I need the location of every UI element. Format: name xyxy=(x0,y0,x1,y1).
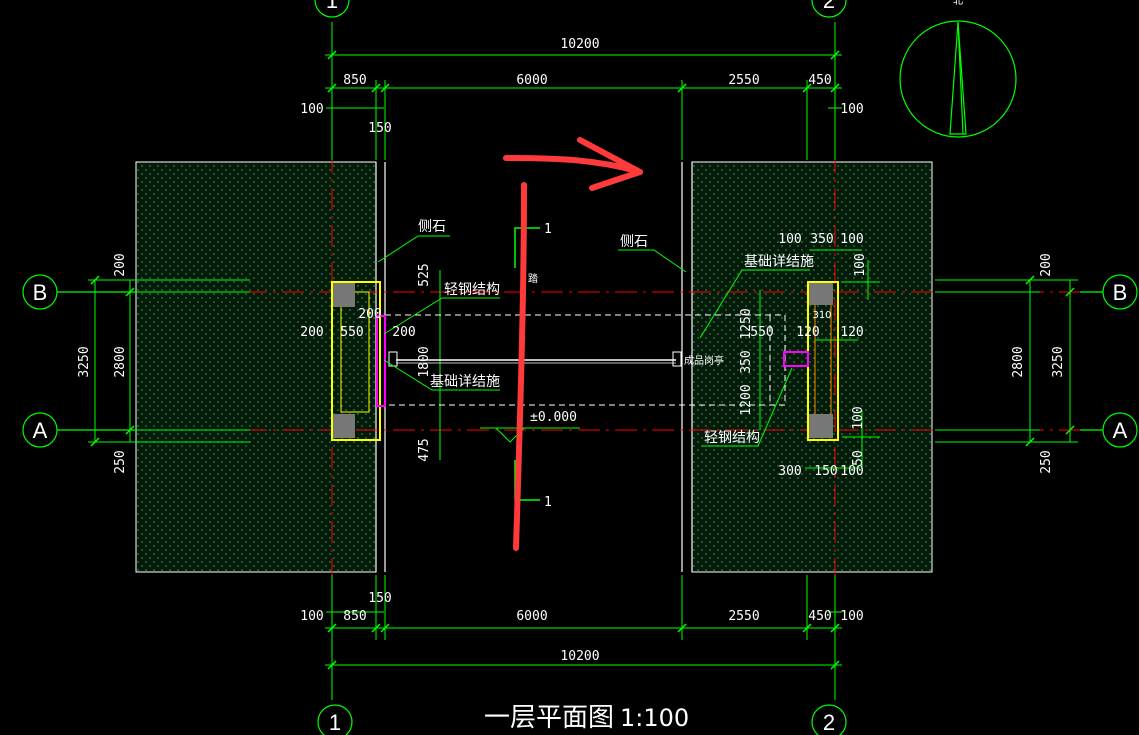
grid-label-1-bottom: 1 xyxy=(329,710,341,735)
column-right xyxy=(783,281,839,441)
dim-200-col-right: 200 xyxy=(392,325,415,340)
dim-2800-right: 2800 xyxy=(1011,346,1026,377)
dim-1800: 1800 xyxy=(417,346,432,377)
section-mark-bottom: 1 xyxy=(544,495,552,510)
dim-100-bottom-left: 100 xyxy=(300,609,323,624)
dim-1200: 1200 xyxy=(739,384,754,415)
dim-525: 525 xyxy=(417,263,432,286)
drawing-scale: 1:100 xyxy=(620,704,689,732)
dim-6000-bottom: 6000 xyxy=(516,609,547,624)
grid-label-2-top: 2 xyxy=(823,0,835,13)
dim-120-r1: 120 xyxy=(796,325,819,340)
grid-label-A-left: A xyxy=(33,418,48,443)
grid-label-2-bottom: 2 xyxy=(823,710,835,735)
dim-150-r: 150 xyxy=(814,464,837,479)
annotation-arrow xyxy=(503,137,643,551)
dim-150-top: 150 xyxy=(368,121,391,136)
dim-450-top: 450 xyxy=(808,73,831,88)
label-curb-left: 侧石 xyxy=(418,219,446,235)
label-light-steel-left: 轻钢结构 xyxy=(444,282,500,298)
drawing-title: 一层平面图 xyxy=(484,703,614,733)
dim-200-col-mid: 200 xyxy=(358,307,381,322)
label-elevation: ±0.000 xyxy=(530,410,577,425)
dim-100-r2: 100 xyxy=(840,232,863,247)
dim-100-r1: 100 xyxy=(778,232,801,247)
dim-550-r: 550 xyxy=(750,325,773,340)
grid-label-B-right: B xyxy=(1113,280,1128,305)
dim-1250: 1250 xyxy=(739,308,754,339)
dim-200-col-left: 200 xyxy=(300,325,323,340)
barrier-post-right xyxy=(672,351,682,367)
column-left xyxy=(331,281,386,441)
dim-2800-left: 2800 xyxy=(113,346,128,377)
dim-250-left: 250 xyxy=(113,450,128,473)
dim-310: 310 xyxy=(812,310,831,321)
grid-bubbles xyxy=(22,0,1138,735)
dim-3250-right: 3250 xyxy=(1051,346,1066,377)
label-small-note: 踏 xyxy=(528,272,538,285)
leader-lines xyxy=(377,235,810,447)
north-label: 北 xyxy=(953,0,963,7)
north-arrow-icon xyxy=(899,20,1017,138)
axis-lines-red xyxy=(60,40,1100,700)
dim-300-r: 300 xyxy=(778,464,801,479)
dim-850-bottom: 850 xyxy=(343,609,366,624)
dim-100-top-left: 100 xyxy=(300,102,323,117)
dim-550-col-left: 550 xyxy=(340,325,363,340)
dim-6000-top: 6000 xyxy=(516,73,547,88)
label-foundation-right: 基础详结施 xyxy=(744,253,814,270)
dim-100-bottom-right: 100 xyxy=(840,609,863,624)
dim-overall-bottom: 10200 xyxy=(560,649,599,664)
dim-150-bottom: 150 xyxy=(368,591,391,606)
dim-350-r: 350 xyxy=(810,232,833,247)
dim-100-r-vert: 100 xyxy=(853,253,868,276)
dim-200-left: 200 xyxy=(113,253,128,276)
dim-2550-bottom: 2550 xyxy=(728,609,759,624)
dim-2550-top: 2550 xyxy=(728,73,759,88)
dim-450-bottom: 450 xyxy=(808,609,831,624)
label-light-steel-right: 轻钢结构 xyxy=(704,430,760,446)
dim-120-r2: 120 xyxy=(840,325,863,340)
grid-label-1-top: 1 xyxy=(326,0,338,13)
dim-50-r: 50 xyxy=(851,450,866,466)
dim-100-top-right: 100 xyxy=(840,102,863,117)
dim-100-r3: 100 xyxy=(840,464,863,479)
dim-3250-left: 3250 xyxy=(77,346,92,377)
dimension-lines xyxy=(88,22,1078,700)
paving-right xyxy=(691,161,933,573)
dimension-ticks xyxy=(90,50,1075,670)
dim-475: 475 xyxy=(417,438,432,461)
section-mark-top: 1 xyxy=(544,222,552,237)
label-foundation-left: 基础详结施 xyxy=(430,373,500,390)
dim-overall-top: 10200 xyxy=(560,37,599,52)
dim-100-r-vert2: 100 xyxy=(851,406,866,429)
dim-850-top: 850 xyxy=(343,73,366,88)
grid-label-B-left: B xyxy=(33,280,48,305)
label-gate: 成品岗亭 xyxy=(684,354,724,367)
dim-200-right: 200 xyxy=(1039,253,1054,276)
label-curb-right: 侧石 xyxy=(620,234,648,250)
grid-label-A-right: A xyxy=(1113,418,1128,443)
paving-left xyxy=(135,161,377,573)
dim-250-right: 250 xyxy=(1039,450,1054,473)
dim-350-vert: 350 xyxy=(739,350,754,373)
